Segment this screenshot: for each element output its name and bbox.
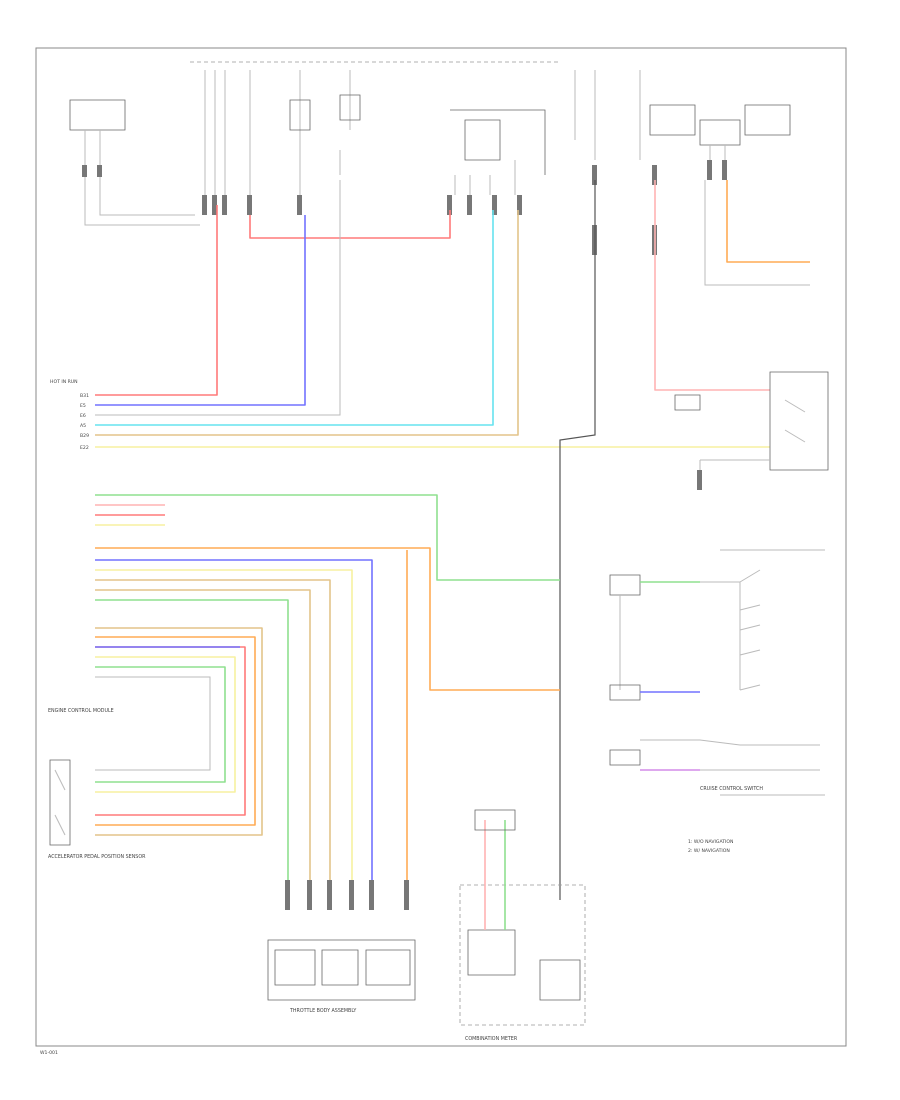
wire-cyan-1 <box>95 210 494 426</box>
accelerator-pedal-sensor: ACCELERATOR PEDAL POSITION SENSOR <box>48 759 146 860</box>
accel-pedal-label: ACCELERATOR PEDAL POSITION SENSOR <box>48 854 146 860</box>
wire-tan-1 <box>95 210 519 436</box>
pin-a-3: A5 <box>80 423 86 429</box>
ecm-title: ENGINE CONTROL MODULE <box>48 708 114 714</box>
pin-a-4: B29 <box>80 433 89 439</box>
legend-2: 2: W/ NAVIGATION <box>688 848 730 854</box>
legend-1: 1: W/O NAVIGATION <box>688 839 733 845</box>
wire-red-bus <box>249 210 451 239</box>
figure-id: W1-001 <box>40 1050 58 1056</box>
wire-grey-2 <box>95 676 211 771</box>
wire-dark-meter <box>559 180 596 900</box>
wire-green-3 <box>95 666 226 783</box>
ecm-label-a: HOT IN RUN <box>50 379 78 385</box>
wire-green-2 <box>95 599 289 880</box>
wire-orange-3 <box>95 636 256 826</box>
wire-blue-1 <box>95 215 306 406</box>
brake-switch-box <box>447 109 546 215</box>
cruise-control-switch: CRUISE CONTROL SWITCH <box>609 569 820 792</box>
wire-green-1 <box>95 494 560 581</box>
wire-orange-1 <box>95 547 560 691</box>
throttle-body-label: THROTTLE BODY ASSEMBLY <box>289 1008 356 1014</box>
cruise-switch-label: CRUISE CONTROL SWITCH <box>700 786 763 792</box>
wire-grey-1 <box>95 180 341 416</box>
ecm-pins-group-1: HOT IN RUN B31 E5 E6 A5 B29 E22 <box>50 379 89 451</box>
diagram-frame <box>35 47 847 1047</box>
wire-yellow-3 <box>95 569 353 880</box>
combination-meter-label: COMBINATION METER <box>465 1036 518 1042</box>
pin-a-1: E5 <box>80 403 86 409</box>
pin-a-2: E6 <box>80 413 86 419</box>
wire-red-1 <box>95 205 218 396</box>
throttle-body-assembly: THROTTLE BODY ASSEMBLY <box>267 550 416 1014</box>
wire-blue-2 <box>95 559 373 880</box>
fuse-group <box>202 70 361 215</box>
wire-orange-2 <box>726 180 810 263</box>
stoplight-switch <box>674 371 829 490</box>
combination-meter: COMBINATION METER <box>459 809 586 1042</box>
pin-a-0: B31 <box>80 393 89 399</box>
wire-red-3 <box>95 646 246 816</box>
top-left-relay <box>69 99 200 226</box>
wire-yellow-4 <box>95 656 236 793</box>
wire-tan-4 <box>95 627 263 836</box>
wire-pink-2 <box>654 180 770 391</box>
wire-tan-2 <box>95 579 331 880</box>
upper-right-modules <box>574 70 810 286</box>
pin-a-5: E22 <box>80 445 89 451</box>
wire-tan-3 <box>95 589 311 880</box>
